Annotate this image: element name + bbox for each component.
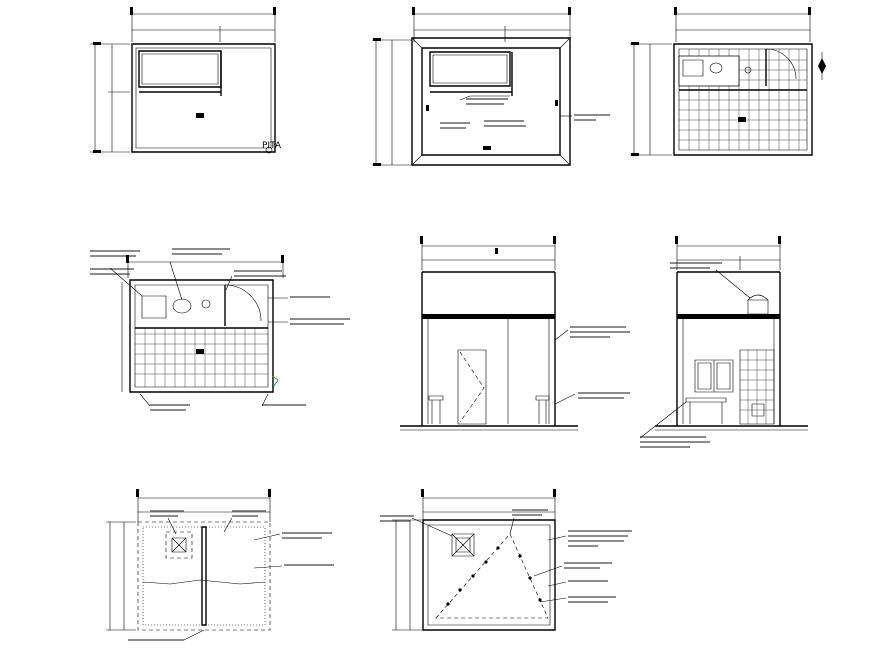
dimension-lines <box>90 7 276 153</box>
section-a-view <box>400 236 630 430</box>
annotation-leaders <box>555 326 630 404</box>
floor-plan-tiled-view <box>630 7 826 156</box>
dimension-lines <box>630 7 811 156</box>
ceiling-light-points <box>446 546 542 606</box>
roof-structure-view <box>372 7 610 166</box>
dimension-lines <box>122 255 284 392</box>
floor-plan-detail-view <box>90 248 350 411</box>
ceiling-plan-1-view <box>106 489 334 641</box>
pita-label: PITA <box>262 141 282 153</box>
dimension-lines <box>675 236 781 270</box>
dimension-lines <box>420 236 556 270</box>
dimension-lines <box>392 489 556 630</box>
annotation-leaders <box>440 96 610 129</box>
annotation-leaders <box>90 248 350 411</box>
section-b-view <box>640 236 808 448</box>
dimension-lines <box>372 7 571 166</box>
ceiling-plan-2-view <box>380 489 632 630</box>
roof-plan-view: PITA <box>90 7 282 153</box>
floor-tile-grid <box>135 328 268 387</box>
annotation-leaders <box>128 510 334 641</box>
annotation-leaders <box>640 262 750 448</box>
pita-text: PITA <box>262 141 282 151</box>
dimension-lines <box>106 489 271 630</box>
north-arrow <box>818 52 826 80</box>
wall-tile-grid <box>740 350 774 424</box>
annotation-leaders <box>380 509 632 603</box>
